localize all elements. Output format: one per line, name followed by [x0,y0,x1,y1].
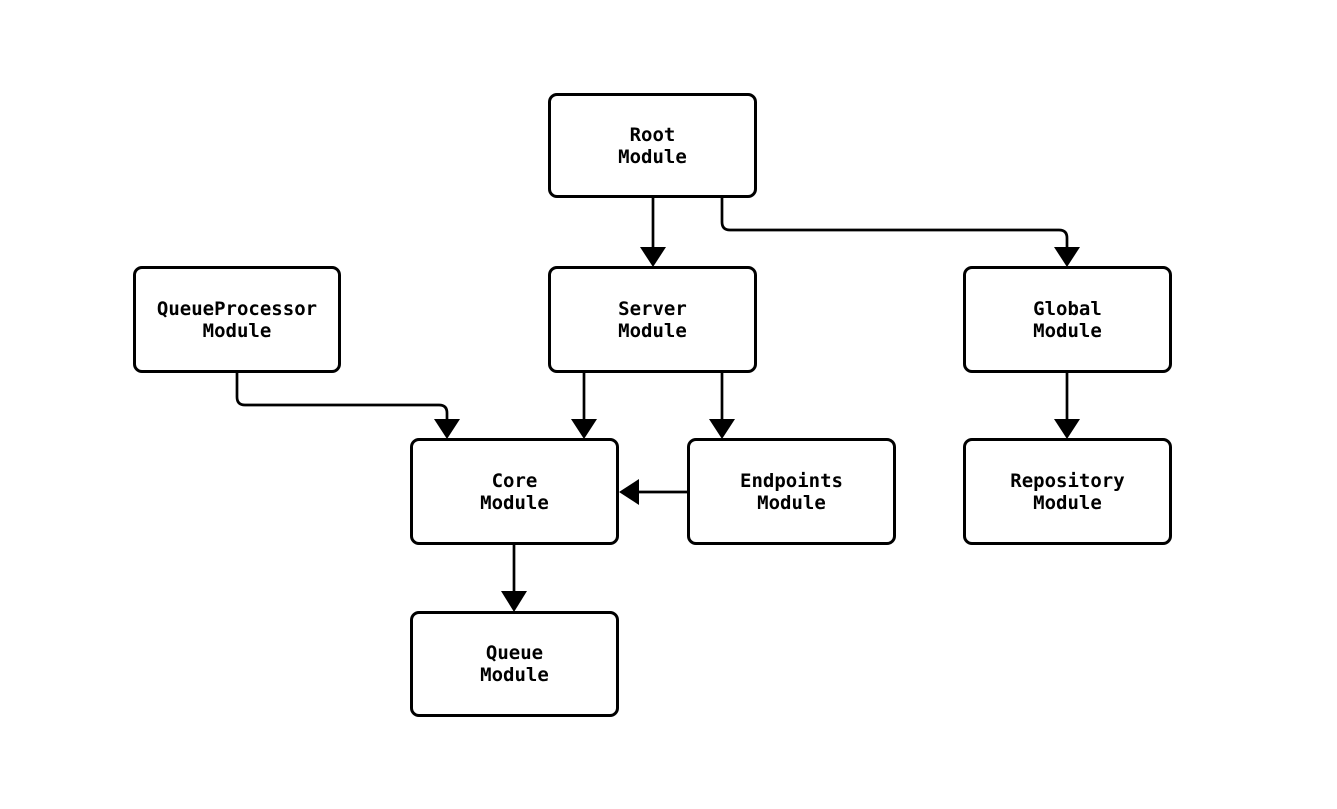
node-repository-module: Repository Module [963,438,1172,545]
node-server-module: Server Module [548,266,757,373]
edge-root-server [640,198,666,267]
edge-root-global [720,198,1080,267]
node-endpoints-module: Endpoints Module [687,438,896,545]
node-queueprocessor-module-label: QueueProcessor Module [156,297,318,342]
node-root-module-label: Root Module [618,123,687,168]
node-root-module: Root Module [548,93,757,198]
node-core-module: Core Module [410,438,619,545]
edge-endpoints-core [619,479,687,505]
node-repository-module-label: Repository Module [1010,469,1125,514]
edge-server-core [571,373,597,439]
node-global-module: Global Module [963,266,1172,373]
edge-server-endpoints [709,373,735,439]
edge-core-queue [501,545,527,612]
node-queueprocessor-module: QueueProcessor Module [133,266,341,373]
node-queue-module-label: Queue Module [480,642,549,686]
edge-global-repository [1054,373,1080,439]
edge-queueprocessor-core [235,373,460,439]
node-queue-module: Queue Module [410,611,619,717]
node-core-module-label: Core Module [480,469,549,514]
node-endpoints-module-label: Endpoints Module [740,469,843,514]
node-global-module-label: Global Module [1033,297,1102,342]
node-server-module-label: Server Module [618,297,687,342]
